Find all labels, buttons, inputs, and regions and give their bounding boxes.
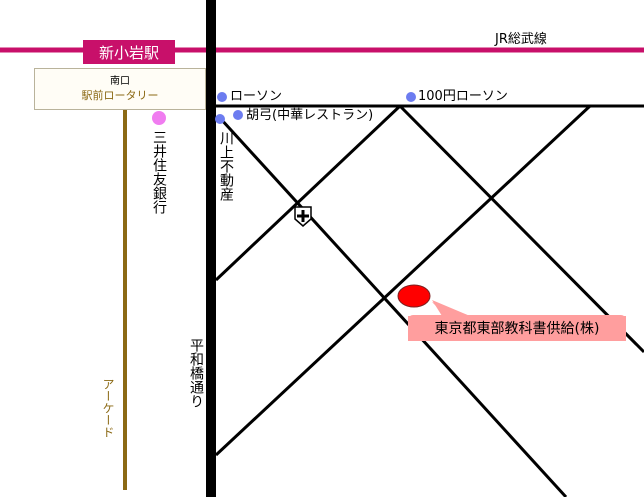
south-exit-label: 南口 [110,76,130,87]
lawson-2-dot[interactable] [406,92,416,102]
realtor-label[interactable]: 川上不動産 [218,131,234,201]
station-name: 新小岩駅 [98,43,159,62]
destination-marker-dot[interactable] [397,284,431,308]
station-name-badge[interactable]: 新小岩駅 [83,40,175,64]
hu-gong-label[interactable]: 胡弓(中華レストラン) [246,108,374,123]
diagonal-road-d [214,104,592,457]
station-rotary-box[interactable]: 南口 駅前ロータリー [34,68,206,110]
diagonal-road-c [398,104,644,354]
station-badge-bg [83,40,175,64]
jr-line-label: JR総武線 [495,32,547,47]
destination-callout[interactable] [408,300,626,341]
lawson-1-label[interactable]: ローソン [230,89,283,104]
street-label: 平和橋通り [188,338,204,408]
bank-dot[interactable] [152,111,166,125]
diagonal-road-a [218,116,568,497]
hospital-cross-icon[interactable] [294,206,312,227]
bank-label[interactable]: 三井住友銀行 [151,130,167,214]
realtor-dot[interactable] [215,114,225,124]
rotary-label: 駅前ロータリー [81,89,159,102]
hu-gong-dot[interactable] [233,110,243,120]
lawson-2-label[interactable]: 100円ローソン [418,89,508,104]
arcade-label: アーケード [101,378,115,438]
destination-label[interactable]: 東京都東部教科書供給(株) [434,321,600,337]
lawson-1-dot[interactable] [217,92,227,102]
diagonal-road-b [214,104,402,282]
